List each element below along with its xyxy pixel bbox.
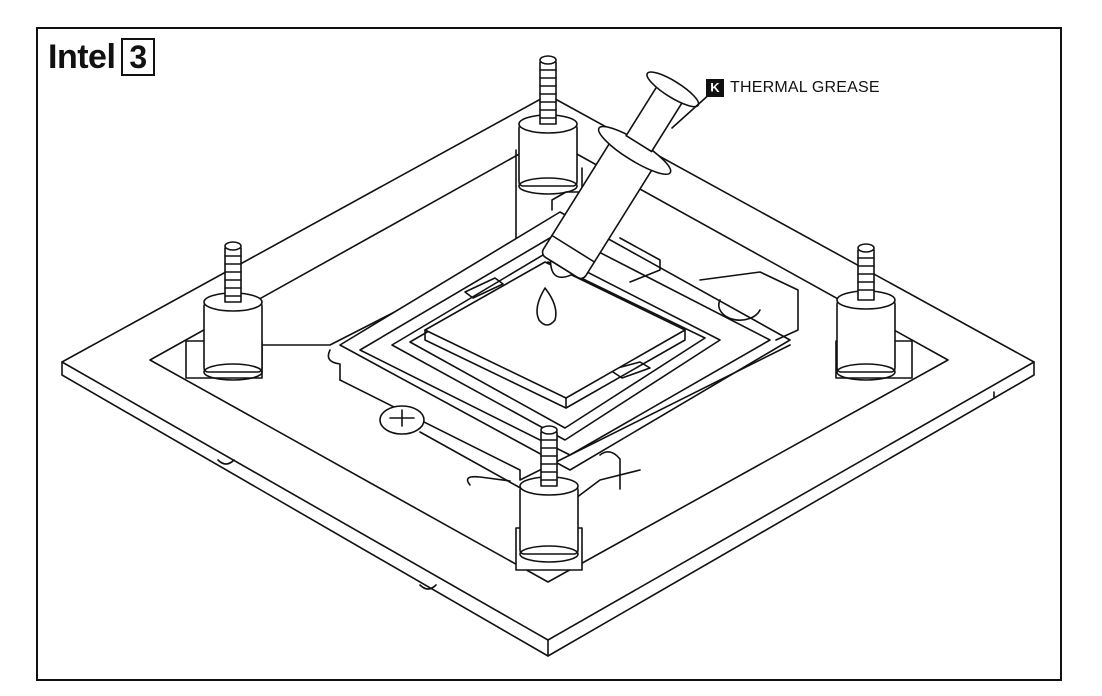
callout-leader <box>671 91 713 129</box>
standoff-right <box>836 243 896 381</box>
standoff-back <box>518 55 578 195</box>
thermal-grease-syringe <box>536 71 700 326</box>
callout-label: THERMAL GREASE <box>730 79 880 96</box>
standoff-left <box>203 241 263 381</box>
step-title: Intel 3 <box>48 38 156 76</box>
step-number-badge: 3 <box>121 38 156 76</box>
standoff-front <box>519 425 579 563</box>
cpu-chip <box>424 261 686 409</box>
platform-label: Intel <box>48 38 116 76</box>
standoffs <box>203 55 896 563</box>
figure-frame <box>36 27 1062 681</box>
